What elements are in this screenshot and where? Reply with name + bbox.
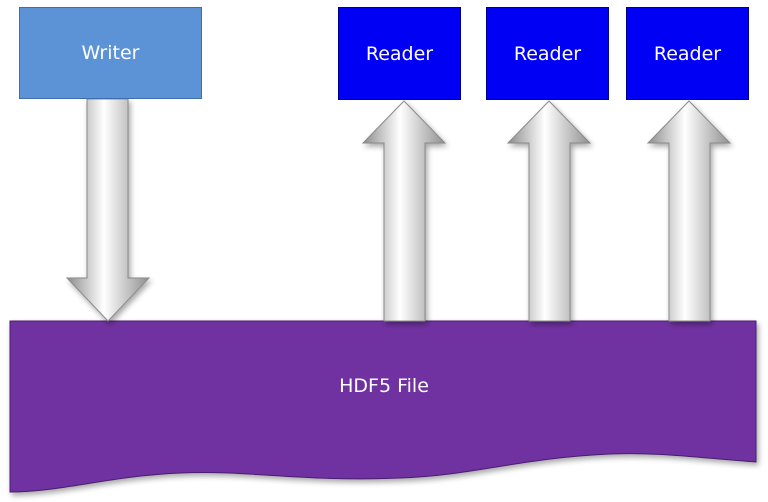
reader-box-1: Reader xyxy=(338,7,461,100)
reader-label-3: Reader xyxy=(653,42,722,65)
writer-label: Writer xyxy=(81,42,140,64)
reader-box-2: Reader xyxy=(486,7,609,100)
reader-2-arrow-up-icon xyxy=(506,100,592,322)
reader-3-arrow-up-icon xyxy=(646,100,732,322)
reader-label-1: Reader xyxy=(365,42,434,65)
reader-1-arrow-up-icon xyxy=(361,100,447,322)
reader-label-2: Reader xyxy=(513,42,582,65)
writer-arrow-down-icon xyxy=(65,98,151,322)
reader-box-3: Reader xyxy=(626,7,749,100)
writer-box: Writer xyxy=(19,7,202,99)
hdf5-file-label: HDF5 File xyxy=(339,375,429,397)
hdf5-file-shape xyxy=(9,320,757,493)
